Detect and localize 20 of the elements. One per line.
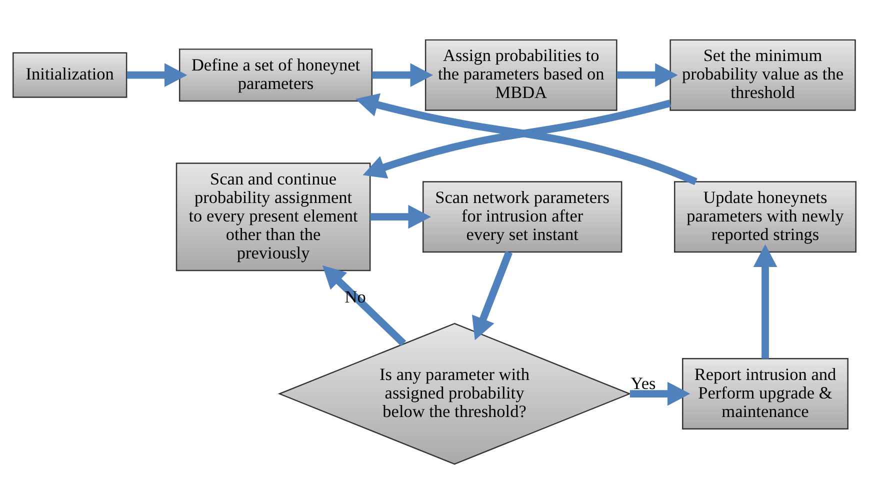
- node-diamond: Is any parameter with assigned probability below the threshold?: [278, 322, 632, 464]
- arrow: [362, 99, 672, 178]
- arrow: [370, 204, 431, 228]
- arrow: [472, 250, 513, 340]
- arrow: [355, 92, 698, 185]
- node-box: Set the minimum probability value as the threshold: [670, 38, 856, 110]
- node-box: Scan network parameters for intrusion after every set instant: [422, 180, 622, 252]
- node-box: Report intrusion and Perform upgrade & maintenance: [682, 358, 848, 430]
- arrow: [630, 381, 690, 406]
- edge-label: Yes: [630, 374, 656, 393]
- node-box: Update honeynets parameters with newly reported strings: [674, 180, 856, 252]
- node-box: Scan and continue probability assignment to every present element other than the previously: [176, 162, 371, 271]
- arrow: [322, 264, 406, 346]
- arrow: [372, 62, 434, 86]
- node-box: Assign probabilities to the parameters based on MBDA: [424, 38, 618, 110]
- arrow: [616, 62, 678, 86]
- node-box: Initialization: [12, 52, 128, 98]
- node-box: Define a set of honeynet parameters: [178, 48, 373, 102]
- arrow: [753, 244, 778, 358]
- arrow: [126, 62, 188, 86]
